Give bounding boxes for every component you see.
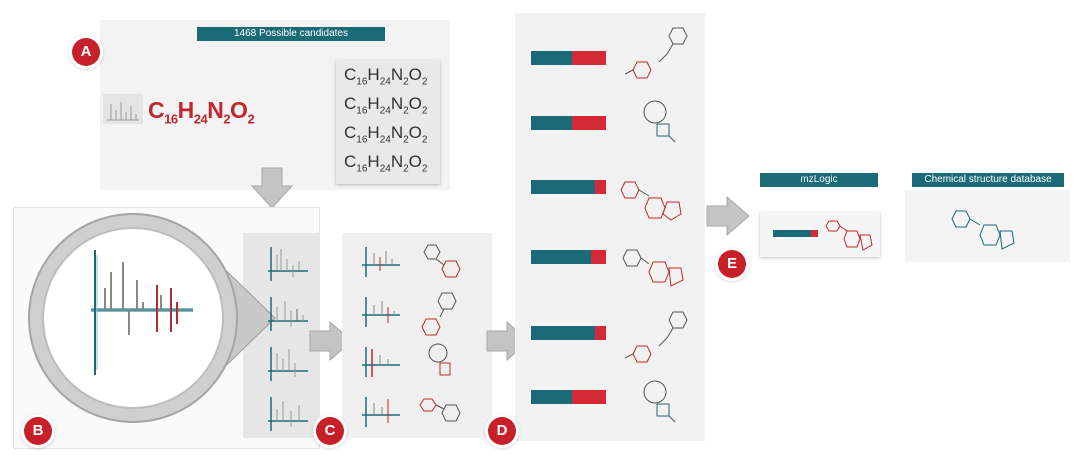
step-a-badge: A xyxy=(72,38,100,66)
candidate-spectra xyxy=(268,247,308,431)
score-bar xyxy=(531,180,606,194)
step-e-badge: E xyxy=(718,250,746,278)
database-structure xyxy=(951,210,1015,250)
step-d-badge: D xyxy=(488,417,516,445)
formula-list-item: C16H24N2O2 xyxy=(344,152,428,175)
down-arrow-icon xyxy=(250,167,294,209)
formula-list-item: C16H24N2O2 xyxy=(344,65,428,88)
formula-list-item: C16H24N2O2 xyxy=(344,123,428,146)
right-arrow-icon xyxy=(706,195,750,237)
molecular-formula: C16H24N2O2 xyxy=(148,97,255,127)
database-panel xyxy=(905,190,1070,262)
score-bar xyxy=(531,326,606,340)
spectrum-structure-pairs xyxy=(362,244,461,427)
panel-c xyxy=(342,233,492,438)
zoomed-spectrum xyxy=(91,250,193,375)
structure-5 xyxy=(624,311,688,363)
mini-spectrum xyxy=(268,397,308,431)
formula-list-card: C16H24N2O2 C16H24N2O2 C16H24N2O2 C16H24N… xyxy=(336,60,440,184)
pair-row xyxy=(362,292,457,336)
structure-6 xyxy=(643,380,676,423)
step-c-badge: C xyxy=(316,417,344,445)
magnifier-icon xyxy=(28,213,276,423)
score-bar xyxy=(531,116,606,130)
structure-2 xyxy=(643,100,676,143)
formula-list-item: C16H24N2O2 xyxy=(344,94,428,117)
mzlogic-header: mzLogic xyxy=(760,173,878,187)
mini-spectrum xyxy=(268,297,308,331)
step-b-badge: B xyxy=(24,417,52,445)
pair-row xyxy=(362,244,461,278)
pair-row xyxy=(362,343,451,377)
structure-4 xyxy=(622,249,684,287)
right-arrow-icon xyxy=(309,320,353,362)
mini-spectrum xyxy=(268,247,308,281)
score-bar xyxy=(531,390,606,404)
structure-1 xyxy=(624,27,688,79)
spectrum-icon xyxy=(103,94,143,124)
score-bar xyxy=(531,51,606,65)
structure-3 xyxy=(620,181,682,221)
pair-row xyxy=(362,397,461,427)
panel-d xyxy=(515,13,705,441)
score-bar xyxy=(531,250,606,264)
mzlogic-score-bar xyxy=(773,230,818,237)
candidates-header: 1468 Possible candidates xyxy=(197,27,385,41)
mini-spectrum xyxy=(268,347,308,381)
mzlogic-structure xyxy=(825,220,873,251)
ranked-structures xyxy=(620,27,688,423)
database-header: Chemical structure database xyxy=(912,173,1064,187)
